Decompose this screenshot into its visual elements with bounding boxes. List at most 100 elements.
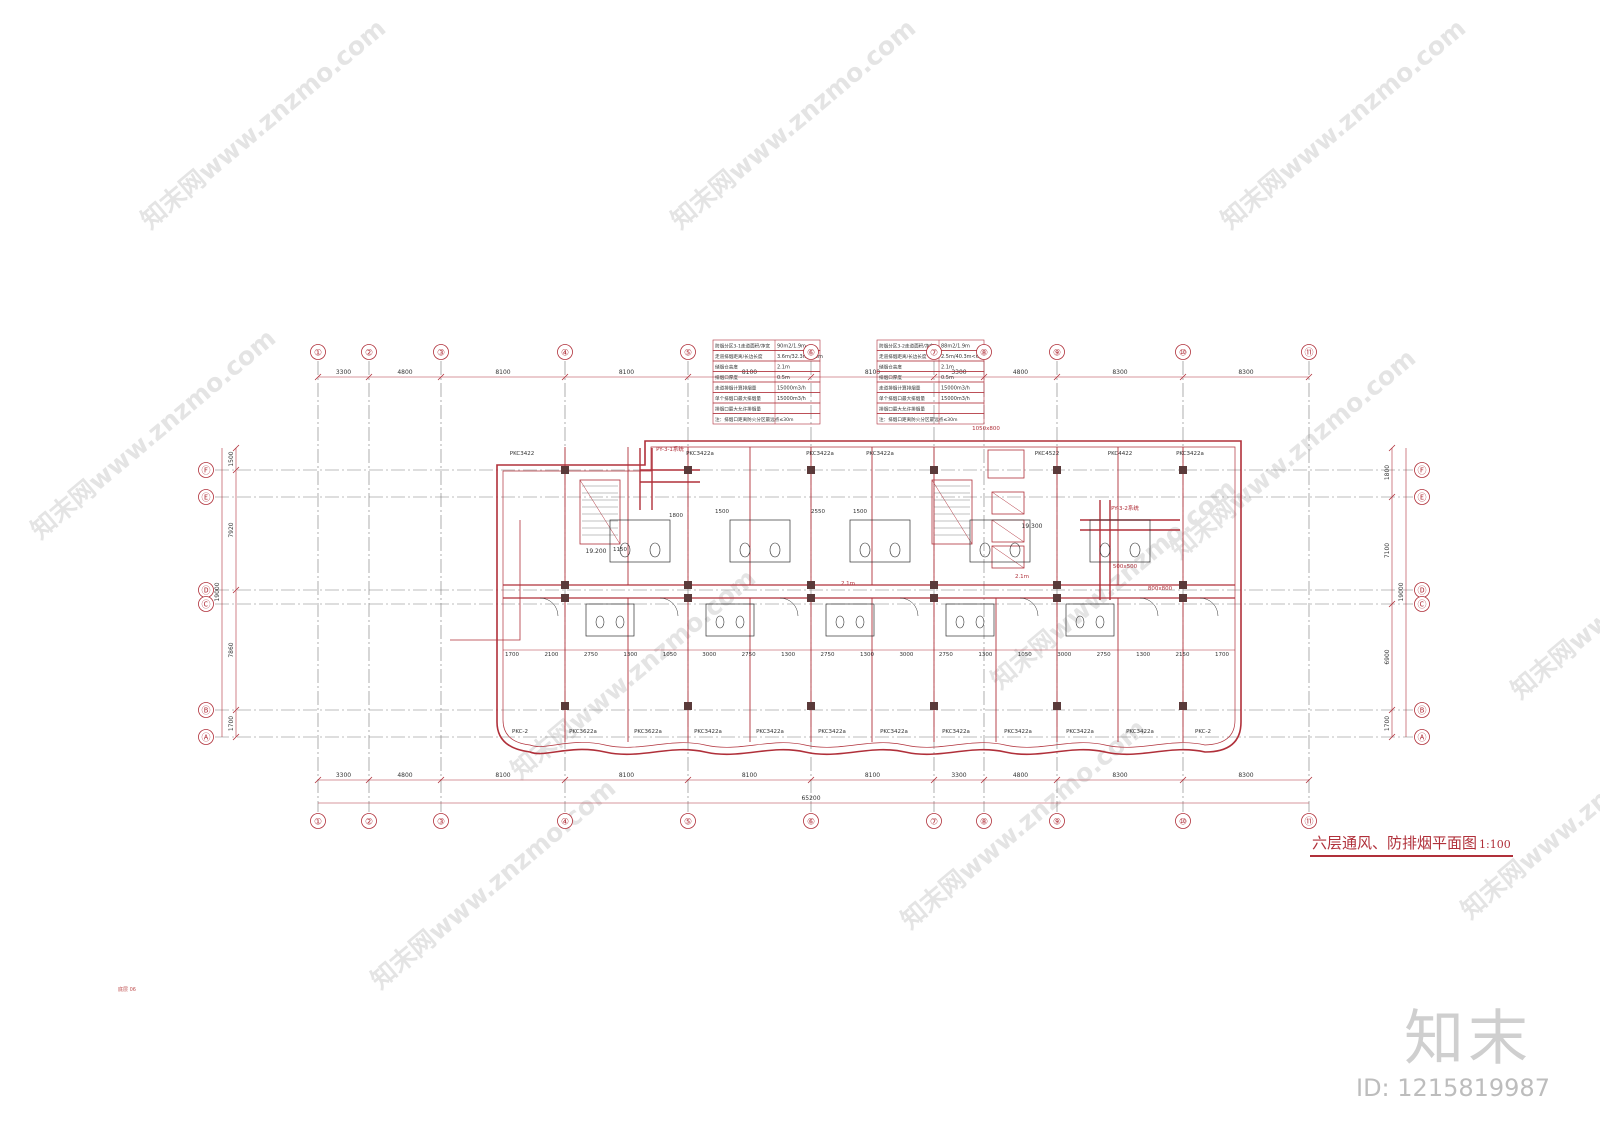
structural-column [561, 466, 569, 474]
window-label-south: PKC3422a [1004, 729, 1032, 735]
right-dimension-value: 1700 [1384, 716, 1391, 731]
top-dimension-value: 8100 [742, 369, 757, 376]
core-cross-line [931, 479, 973, 545]
window-label-north: PKC4422 [1108, 451, 1132, 457]
interior-dimension: 1700 [1215, 652, 1229, 658]
table-cell-label: 防烟分区3-2走道面积/净宽 [879, 343, 934, 350]
toilet-fixture [859, 542, 871, 558]
window-label-north: PKC3422a [806, 451, 834, 457]
toilet-fixture [1095, 615, 1105, 629]
row-bubble-right-circle [1414, 729, 1430, 745]
stair-elevator-core [991, 491, 1025, 515]
core-cross-line [579, 479, 621, 545]
table-cell-label: 储烟仓高度 [715, 364, 738, 371]
structural-column [684, 594, 692, 602]
structural-column [930, 594, 938, 602]
watermark-text: 知末网www.znzmo.com [25, 323, 281, 544]
table-row [876, 413, 985, 425]
row-bubble-left-label: Ⓔ [201, 493, 210, 504]
interior-dimension: 2750 [821, 652, 835, 658]
window-label-south: PKC-2 [1195, 729, 1211, 735]
door-swing [659, 597, 679, 617]
upper-dimension: 1500 [853, 509, 867, 515]
window-label-south: PKC3422a [1126, 729, 1154, 735]
bottom-dimension-tick [930, 776, 938, 784]
interior-dimension: 3000 [1057, 652, 1071, 658]
bottom-dimension-tick [807, 776, 815, 784]
building-outline [496, 440, 1242, 756]
structural-column [684, 466, 692, 474]
top-dimension-tick [1305, 373, 1313, 381]
table-cell-label: 排烟口厚度 [879, 374, 902, 381]
system-annotation: 2.1m [1015, 574, 1029, 580]
column-bubble-top-circle [557, 344, 573, 360]
column-bubble-bottom-circle [361, 813, 377, 829]
column-bubble-top-label: ② [365, 349, 373, 359]
left-dimension-tick [232, 444, 240, 452]
table-row [712, 413, 821, 425]
bottom-dimension-tick [1053, 776, 1061, 784]
bottom-dimension-tick [1179, 776, 1187, 784]
bottom-dimension-tick [684, 776, 692, 784]
right-dimension-tick [1388, 600, 1396, 608]
interior-dimension: 1300 [1136, 652, 1150, 658]
table-cell-value: 2.1m [941, 365, 954, 371]
table-cell-value: 0.5m [777, 375, 790, 381]
window-label-north: PKC3422a [686, 451, 714, 457]
right-dimension-value: 1800 [1384, 465, 1391, 480]
upper-dimension: 1800 [669, 513, 683, 519]
bottom-dimension-value: 3300 [951, 772, 966, 779]
row-bubble-right-circle [1414, 489, 1430, 505]
row-bubble-right-label: Ⓕ [1417, 466, 1426, 477]
row-bubble-left-circle [198, 489, 214, 505]
bottom-dimension-value: 8300 [1238, 772, 1253, 779]
toilet-fixture [889, 542, 901, 558]
column-bubble-top-label: ③ [437, 349, 445, 359]
system-annotation: 800x800 [1148, 586, 1173, 592]
watermark-text: 知末网www.znzmo.com [505, 563, 761, 784]
door-swing [899, 597, 919, 617]
interior-dimension: 1300 [978, 652, 992, 658]
top-dimension-value: 8100 [495, 369, 510, 376]
interior-dimension: 2750 [742, 652, 756, 658]
window-label-south: PKC3422a [1066, 729, 1094, 735]
column-bubble-top-label: ④ [561, 349, 569, 359]
stair-elevator-core [579, 479, 621, 545]
left-dimension-value: 7920 [228, 522, 235, 537]
table-cell-label: 排烟口最大允许排烟量 [879, 406, 925, 413]
left-dimension-tick [232, 586, 240, 594]
toilet-fixture [769, 542, 781, 558]
toilet-fixture [715, 615, 725, 629]
left-dimension-tick [232, 733, 240, 741]
top-dimension-tick [437, 373, 445, 381]
top-dimension-tick [684, 373, 692, 381]
watermark-text: 知末网www.znzmo.com [1215, 13, 1471, 234]
structural-column [930, 581, 938, 589]
bathroom-pod [825, 603, 875, 637]
bathroom-pod [705, 603, 755, 637]
column-bubble-top-label: ⑩ [1179, 349, 1187, 359]
bottom-dimension-value: 8100 [619, 772, 634, 779]
table-cell-label: 注：排烟口距离防火分区最远点≤30m [715, 416, 794, 423]
structural-column [1179, 702, 1187, 710]
toilet-fixture [595, 615, 605, 629]
top-dimension-tick [807, 373, 815, 381]
column-bubble-bottom-circle [310, 813, 326, 829]
row-bubble-left-label: Ⓑ [201, 706, 210, 717]
top-dimension-tick [1053, 373, 1061, 381]
table-cell-label: 走道排烟计算排烟量 [879, 385, 921, 392]
watermark-text: 知末网www.znzmo.com [1505, 483, 1600, 704]
column-bubble-top-label: ⑨ [1053, 349, 1061, 359]
drawing-title-text: 六层通风、防排烟平面图 [1312, 834, 1478, 852]
left-dimension-tick [232, 706, 240, 714]
interior-dimension: 3000 [899, 652, 913, 658]
table-cell-label: 单个排烟口最大排烟量 [879, 395, 925, 402]
structural-column [1053, 702, 1061, 710]
watermark-text: 知末网www.znzmo.com [365, 773, 621, 994]
table-cell-label: 防烟分区3-1走道面积/净宽 [715, 343, 770, 350]
window-label-south: PKC3422a [818, 729, 846, 735]
structural-column [807, 466, 815, 474]
